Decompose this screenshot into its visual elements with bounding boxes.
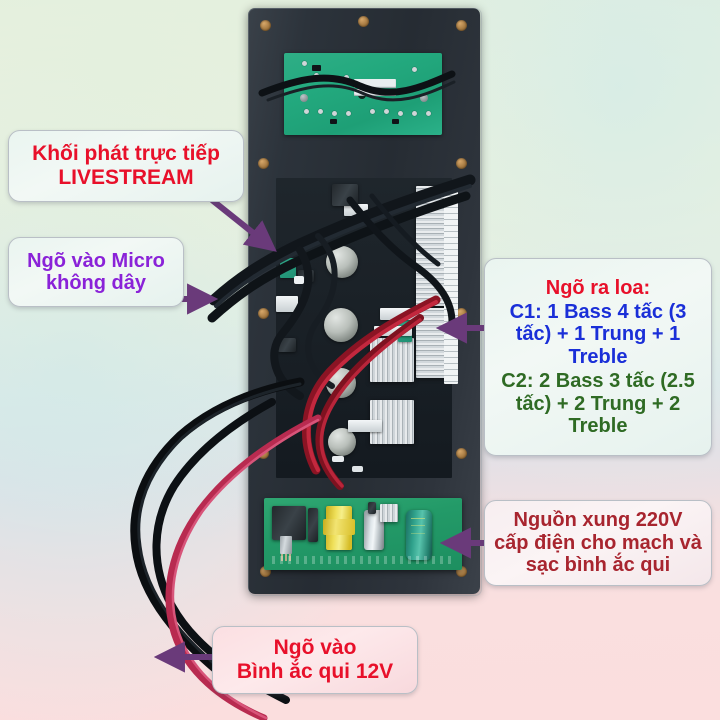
battery-label-line2: Bình ắc qui 12V [236,660,394,683]
panel-screw-hole [258,308,269,319]
psu-label-line2: cấp điện cho mạch và [494,531,702,554]
amplifier-board-photo [248,8,482,598]
switching-power-supply-label[interactable]: Nguồn xung 220V cấp điện cho mạch và sạc… [484,500,712,586]
panel-screw-hole [258,448,269,459]
psu-bridge-rectifier [272,506,306,540]
psu-electrolytic-capacitor [406,510,432,560]
wireless-mic-input-label[interactable]: Ngõ vào Micro không dây [8,237,184,307]
pcb-pad [318,109,323,114]
pcb-pad [346,111,351,116]
psu-transformer [323,506,355,550]
pcb-screw [420,94,428,102]
panel-screw-hole [456,158,467,169]
amp-module [278,338,296,352]
electrolytic-capacitor [324,308,358,342]
amp-connector [348,420,382,432]
amp-connector [380,308,418,320]
pcb-header-connector [354,89,396,96]
panel-screw-hole [358,16,369,27]
speaker-output-label[interactable]: Ngõ ra loa: C1: 1 Bass 4 tấc (3 tấc) + 1… [484,258,712,456]
pcb-pad [332,111,337,116]
amp-module [298,270,314,282]
mic-label-line2: không dây [45,272,146,294]
amp-heatsink [416,186,446,306]
amp-module [332,184,358,206]
amp-heatsink [370,338,414,382]
livestream-control-pcb [284,53,442,135]
battery-input-label[interactable]: Ngõ vào Bình ắc qui 12V [212,626,418,694]
psu-film-capacitor [364,510,384,550]
psu-heatsink [380,504,398,522]
switching-power-supply-pcb [264,498,462,570]
panel-screw-hole [258,158,269,169]
psu-label-line1: Nguồn xung 220V [513,509,683,532]
livestream-label-line2: LIVESTREAM [58,166,194,189]
pcb-screw [300,94,308,102]
psu-component [368,502,376,514]
livestream-label-line1: Khối phát trực tiếp [32,142,220,166]
psu-transistor [280,536,292,561]
amp-connector [374,326,412,336]
psu-solder-traces [272,556,454,564]
pcb-pad [370,109,375,114]
amp-heatsink [416,308,446,378]
speaker-output-terminal-strip [444,184,458,384]
pcb-pad [398,111,403,116]
electrolytic-capacitor [328,428,356,456]
pcb-pad [344,75,349,80]
battery-label-line1: Ngõ vào [273,636,357,660]
pcb-header-connector [354,79,396,88]
pcb-ic [330,119,337,124]
psu-component [308,508,318,542]
pcb-pad [412,67,417,72]
amp-daughter-board [280,258,296,278]
panel-screw-hole [260,20,271,31]
speaker-output-c1: C1: 1 Bass 4 tấc (3 tấc) + 1 Trung + 1 T… [509,301,687,368]
speaker-output-title: Ngõ ra loa: [545,276,651,299]
electrolytic-capacitor [326,368,356,398]
pcb-pad [412,111,417,116]
pcb-ic [312,65,321,71]
panel-screw-hole [456,20,467,31]
livestream-module-label[interactable]: Khối phát trực tiếp LIVESTREAM [8,130,244,202]
mic-label-line1: Ngõ vào Micro [27,249,165,272]
pcb-ic [392,119,399,124]
pcb-pad [314,73,319,78]
pcb-pad [384,109,389,114]
pcb-pad [426,111,431,116]
panel-screw-hole [456,448,467,459]
psu-label-line3: sạc bình ắc qui [525,554,671,577]
pcb-pad [304,109,309,114]
speaker-output-c2: C2: 2 Bass 3 tấc (2.5 tấc) + 2 Trung + 2… [501,370,695,437]
panel-screw-hole [456,566,467,577]
electrolytic-capacitor [326,246,358,278]
amp-connector [276,296,298,312]
pcb-pad [302,61,307,66]
